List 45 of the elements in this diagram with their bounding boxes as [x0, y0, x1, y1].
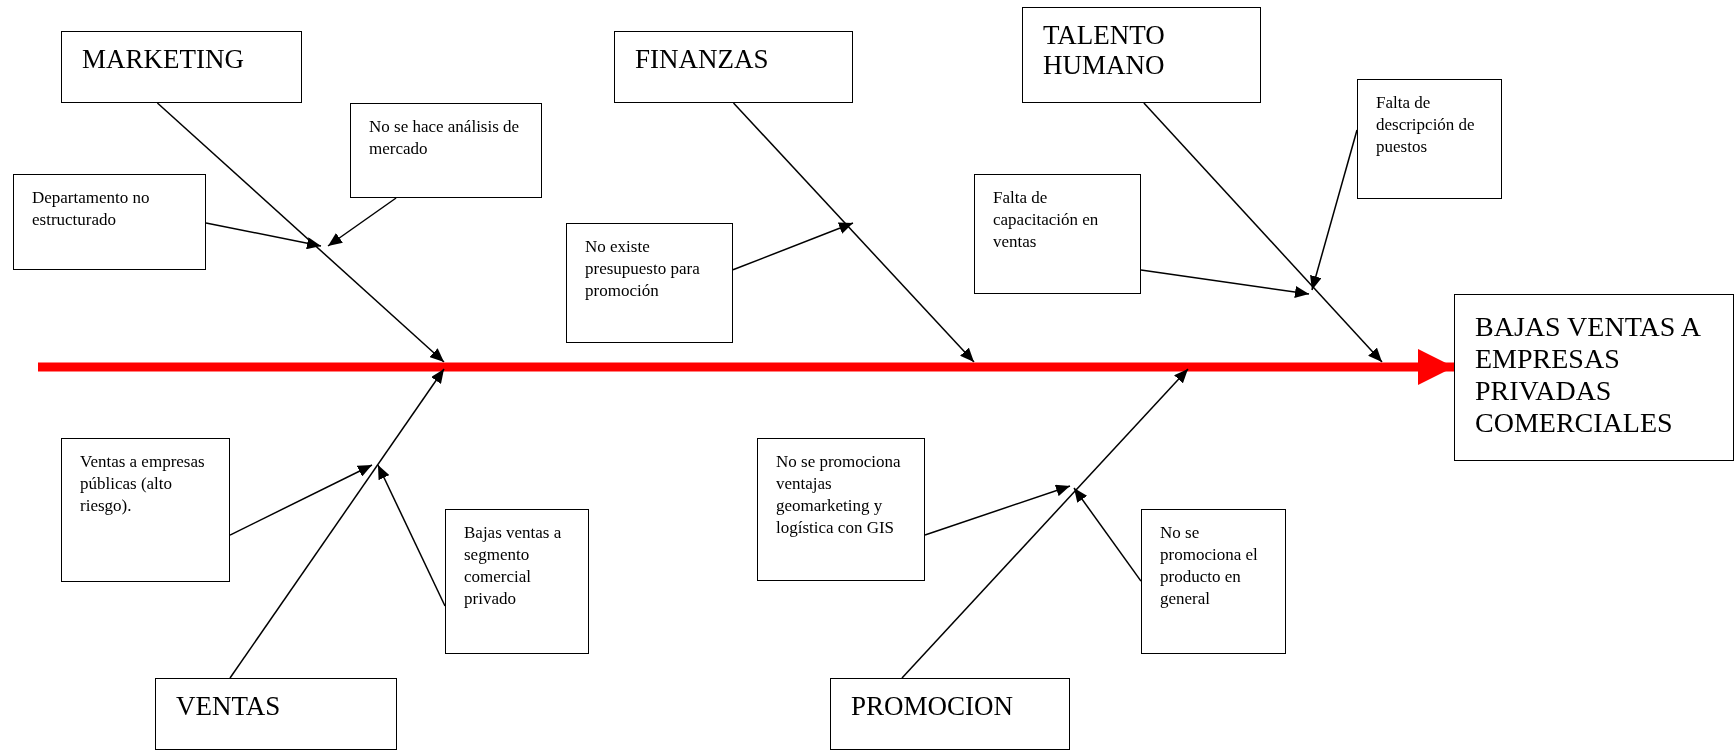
cause-box: [1357, 79, 1502, 199]
category-label: PROMOCION: [850, 690, 1015, 721]
cause-label: No se promociona ventajas geomarketing y logística con GIS: [775, 451, 902, 539]
arrow: [732, 222, 854, 271]
arrow: [229, 464, 373, 536]
category-box: [1022, 7, 1261, 103]
cause-label: No se hace análisis de mercado: [368, 116, 521, 160]
category-box: [155, 678, 397, 750]
cause-box: [974, 174, 1141, 294]
cause-label: Bajas ventas a segmento comercial privado: [463, 522, 563, 610]
category-box: [614, 31, 853, 103]
cause-label: Falta de descripción de puestos: [1375, 92, 1476, 158]
category-box: [61, 31, 302, 103]
arrow: [1073, 487, 1142, 582]
arrow: [924, 484, 1071, 536]
arrow: [732, 102, 975, 363]
category-label: TALENTO HUMANO: [1042, 19, 1166, 80]
cause-box: [61, 438, 230, 582]
spine-arrow: [38, 349, 1454, 385]
arrow: [377, 464, 446, 607]
arrow: [901, 368, 1189, 679]
arrow: [205, 222, 322, 250]
cause-label: Falta de capacitación en ventas: [992, 187, 1100, 253]
cause-box: [566, 223, 733, 343]
cause-label: Departamento no estructurado: [31, 187, 151, 231]
cause-box: [757, 438, 925, 581]
cause-label: Ventas a empresas públicas (alto riesgo).: [79, 451, 206, 517]
category-label: FINANZAS: [634, 43, 770, 74]
cause-box: [13, 174, 206, 270]
arrow: [1140, 269, 1310, 298]
cause-box: [1141, 509, 1286, 654]
cause-box: [350, 103, 542, 198]
effect-box: [1454, 294, 1734, 461]
effect-label: BAJAS VENTAS A EMPRESAS PRIVADAS COMERCIALES: [1474, 310, 1701, 439]
arrow: [1310, 129, 1358, 291]
arrow: [229, 368, 445, 679]
cause-label: No se promociona el producto en general: [1159, 522, 1259, 610]
arrow: [1143, 102, 1383, 363]
arrow: [327, 197, 397, 247]
category-label: VENTAS: [175, 690, 282, 721]
arrow: [156, 102, 445, 363]
category-box: [830, 678, 1070, 750]
category-label: MARKETING: [81, 43, 245, 74]
cause-box: [445, 509, 589, 654]
cause-label: No existe presupuesto para promoción: [584, 236, 701, 302]
